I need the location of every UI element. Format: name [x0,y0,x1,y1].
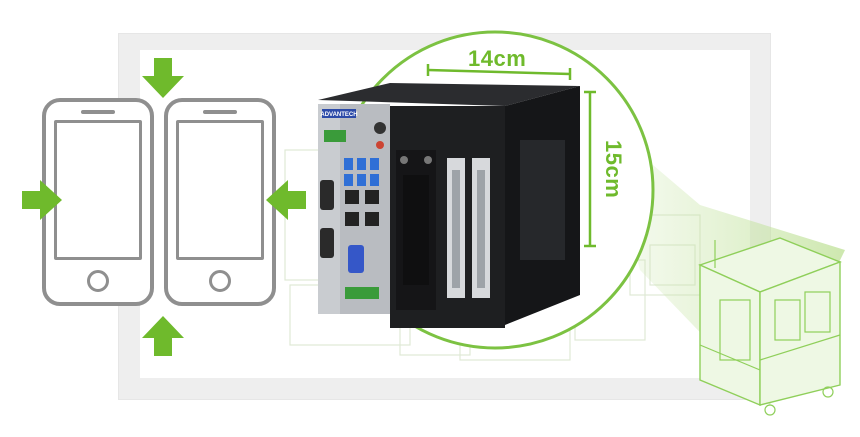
phone-home-button [209,270,231,292]
phone-outline-right [164,98,276,306]
arrow-down-icon [142,58,184,98]
arrow-left-icon [266,180,306,220]
width-dimension-line [427,68,571,76]
phone-screen [176,120,264,260]
device-brand-label: ADVANTECH [320,112,357,118]
phone-speaker [81,110,115,114]
width-dimension-label: 14cm [468,46,527,71]
arrow-right-icon [22,180,62,220]
phone-screen [54,120,142,260]
phone-speaker [203,110,237,114]
phone-home-button [87,270,109,292]
arrow-up-icon [142,316,184,356]
